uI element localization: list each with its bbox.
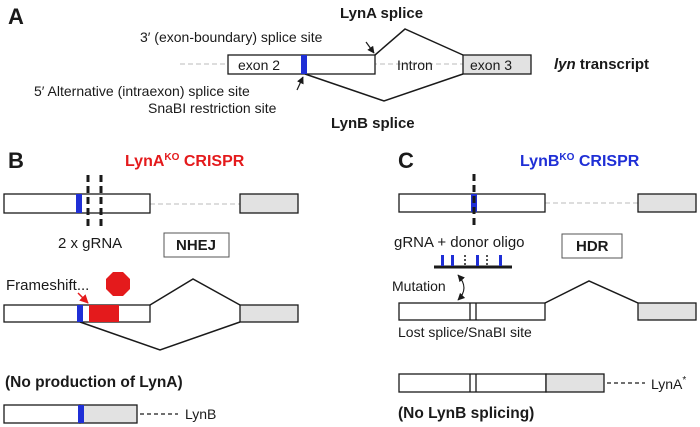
exon-3-box xyxy=(462,54,532,75)
lynb-splice-label: LynB splice xyxy=(331,115,415,132)
c-row2-exon3 xyxy=(637,302,697,321)
lyna-product-label: LynA* xyxy=(651,375,686,392)
lynb-product-label: LynB xyxy=(185,406,216,422)
exon-2-label: exon 2 xyxy=(238,57,280,73)
lyna-product-exon3 xyxy=(545,373,605,393)
panel-b-letter: B xyxy=(8,148,24,173)
c-row2-lyna-arc xyxy=(544,280,639,304)
b-row1-exon3 xyxy=(239,193,299,214)
exon-3-label: exon 3 xyxy=(470,57,512,73)
mutation-arrow xyxy=(457,274,466,301)
c-row1-exon3 xyxy=(637,193,697,213)
b-row2-exon3 xyxy=(239,304,299,323)
panel-c-title-end: CRISPR xyxy=(574,153,639,170)
b-outcome: (No production of LynA) xyxy=(5,374,183,391)
panel-b-title-sup: KO xyxy=(164,152,179,163)
b-row1-site-mark xyxy=(76,194,82,213)
lyna-product-label-main: LynA xyxy=(651,376,683,392)
snabi-site-label: SnaBI restriction site xyxy=(148,100,277,116)
nhej-label: NHEJ xyxy=(176,237,216,254)
donor-oligo-icon xyxy=(434,255,512,269)
hdr-box xyxy=(561,233,623,259)
hdr-label: HDR xyxy=(576,238,609,255)
frameshift-arrow xyxy=(77,292,89,304)
three-prime-site-label: 3′ (exon-boundary) splice site xyxy=(140,29,323,45)
b-grna-label: 2 x gRNA xyxy=(58,235,122,252)
intron-label: Intron xyxy=(397,57,433,73)
transcript-label-rest: transcript xyxy=(576,56,649,73)
panel-c: C LynBKO CRISPR gRNA + donor oligo HDR M… xyxy=(392,148,697,422)
panel-b-title-end: CRISPR xyxy=(179,153,244,170)
panel-c-title: LynBKO CRISPR xyxy=(520,152,640,170)
lost-site-label: Lost splice/SnaBI site xyxy=(398,324,532,340)
transcript-label-italic: lyn xyxy=(554,56,576,73)
lynb-splice-arc xyxy=(304,73,464,102)
stop-sign-icon xyxy=(106,272,130,296)
panel-a: A exon 2 Intron exon 3 LynA splice LynB … xyxy=(8,4,649,132)
lyna-product-label-sup: * xyxy=(682,375,686,386)
lyna-splice-arc xyxy=(374,28,464,56)
panel-b-title: LynAKO CRISPR xyxy=(125,152,245,170)
panel-c-title-main: LynB xyxy=(520,153,559,170)
mutation-label: Mutation xyxy=(392,278,446,294)
c-grna-label: gRNA + donor oligo xyxy=(394,234,525,251)
panel-c-title-sup: KO xyxy=(559,152,574,163)
frameshift-block xyxy=(89,305,119,322)
b-row2-site-mark xyxy=(77,305,83,322)
lynb-product-site-mark xyxy=(78,405,84,423)
alt-splice-site-mark xyxy=(301,55,307,74)
lyna-splice-label: LynA splice xyxy=(340,5,423,22)
nhej-box xyxy=(163,232,230,258)
lynb-product-exon2 xyxy=(3,404,81,424)
lynb-product-exon3 xyxy=(79,404,138,424)
three-prime-site-arrow xyxy=(365,41,375,54)
panel-a-letter: A xyxy=(8,4,24,29)
five-prime-site-label: 5′ Alternative (intraexon) splice site xyxy=(34,83,250,99)
c-row2-exon2 xyxy=(398,302,546,321)
frameshift-label: Frameshift... xyxy=(6,277,89,294)
five-prime-site-arrow xyxy=(296,76,304,91)
panel-c-letter: C xyxy=(398,148,414,173)
panel-b: B LynAKO CRISPR 2 x gRNA NHEJ Frameshift… xyxy=(3,148,299,424)
lyna-product-exon2 xyxy=(398,373,547,393)
panel-b-title-main: LynA xyxy=(125,153,165,170)
b-row2-lyna-arc xyxy=(149,278,241,306)
transcript-label: lyn transcript xyxy=(554,56,649,73)
c-outcome: (No LynB splicing) xyxy=(398,405,534,422)
b-row2-lynb-arc xyxy=(79,321,241,351)
